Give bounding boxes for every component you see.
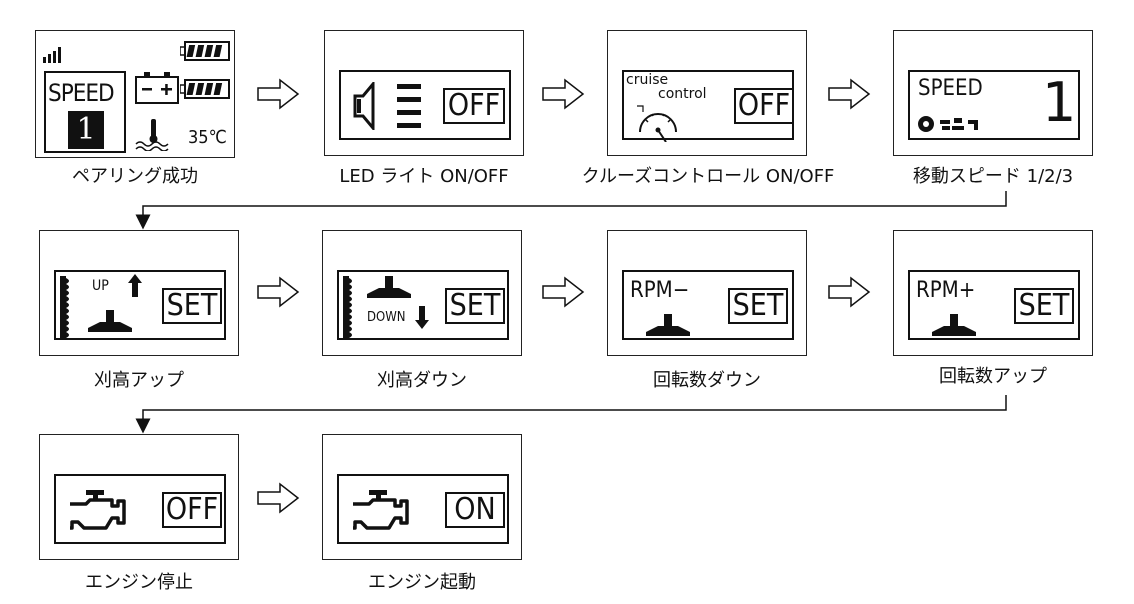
screen-frame: OFF (339, 70, 511, 140)
screen-frame: DOWN SET (337, 270, 509, 340)
caption-engine-start: エンジン起動 (368, 572, 476, 593)
blade-icon (367, 276, 411, 298)
flow-arrow (257, 276, 300, 308)
panel-rpm-down: RPM− SET (607, 230, 807, 356)
signal-icon (43, 47, 61, 63)
speed-value: 1 (68, 111, 104, 149)
led-light-icon (353, 82, 375, 130)
light-beam-icon (397, 84, 421, 128)
caption-cruise: クルーズコントロール ON/OFF (581, 166, 835, 187)
turtle-speed-icon (918, 116, 978, 132)
screen-frame: RPM− SET (622, 270, 794, 340)
caption-rpm-up: 回転数アップ (939, 366, 1047, 387)
engine-icon (353, 490, 409, 530)
move-speed-value: 1 (1042, 71, 1077, 134)
battery-icon (180, 41, 230, 61)
caption-rpm-down: 回転数ダウン (653, 370, 761, 391)
panel-led: OFF (324, 30, 524, 156)
panel-pairing: SPEED 1 35℃ (35, 30, 235, 158)
down-label: DOWN (367, 310, 406, 325)
caption-cut-down: 刈高ダウン (377, 370, 467, 391)
engine-icon (70, 490, 126, 530)
panel-engine-start: ON (322, 434, 522, 560)
led-state-badge: OFF (443, 88, 505, 124)
temperature-readout: 35℃ (188, 127, 227, 148)
arrow-up-icon (128, 274, 142, 297)
set-button-badge: SET (728, 288, 788, 324)
flow-arrow (542, 78, 585, 110)
flow-arrow (257, 78, 300, 110)
caption-pairing: ペアリング成功 (72, 166, 198, 187)
panel-cruise: cruise control OFF (607, 30, 807, 156)
flow-arrow (257, 482, 300, 514)
cruise-label-line2: control (658, 86, 707, 102)
caption-engine-stop: エンジン停止 (85, 572, 193, 593)
caption-move-speed: 移動スピード 1/2/3 (912, 166, 1074, 187)
flow-arrow (828, 276, 871, 308)
move-speed-label: SPEED (918, 76, 983, 101)
rpm-down-label: RPM− (630, 278, 690, 303)
speedometer-icon (637, 105, 677, 142)
height-scale-icon (60, 276, 69, 338)
blade-icon (932, 314, 976, 336)
battery-icon (180, 79, 230, 99)
screen-frame: SPEED 1 (908, 70, 1080, 140)
screen-frame: RPM+ SET (908, 270, 1080, 340)
panel-cut-down: DOWN SET (322, 230, 522, 356)
set-button-badge: SET (162, 288, 222, 324)
screen-frame: ON (337, 474, 509, 544)
screen-frame: cruise control OFF (622, 70, 794, 142)
cruise-state-badge: OFF (734, 88, 794, 124)
caption-led: LED ライト ON/OFF (339, 166, 509, 187)
blade-icon (88, 310, 132, 332)
up-label: UP (92, 278, 109, 294)
row1-to-row2-connector (135, 191, 1007, 230)
set-button-badge: SET (1014, 288, 1074, 324)
arrow-down-icon (415, 306, 429, 329)
engine-start-badge: ON (445, 492, 505, 528)
height-scale-icon (343, 276, 352, 338)
blade-icon (646, 314, 690, 336)
flow-arrow (542, 276, 585, 308)
speed-value-text: 1 (76, 112, 96, 147)
flow-arrow (828, 78, 871, 110)
car-battery-icon (135, 72, 179, 104)
panel-cut-up: UP SET (39, 230, 239, 356)
speed-box: SPEED 1 (44, 71, 126, 153)
speed-label: SPEED (48, 79, 115, 107)
cruise-label-line1: cruise (626, 72, 669, 88)
screen-frame: OFF (54, 474, 226, 544)
panel-rpm-up: RPM+ SET (893, 230, 1093, 356)
thermometer-icon (135, 119, 169, 151)
row2-to-row3-connector (135, 395, 1007, 434)
panel-engine-stop: OFF (39, 434, 239, 560)
set-button-badge: SET (445, 288, 505, 324)
panel-move-speed: SPEED 1 (893, 30, 1093, 156)
caption-cut-up: 刈高アップ (94, 370, 184, 391)
screen-frame: UP SET (54, 270, 226, 340)
engine-stop-badge: OFF (162, 492, 222, 528)
rpm-up-label: RPM+ (916, 278, 976, 303)
